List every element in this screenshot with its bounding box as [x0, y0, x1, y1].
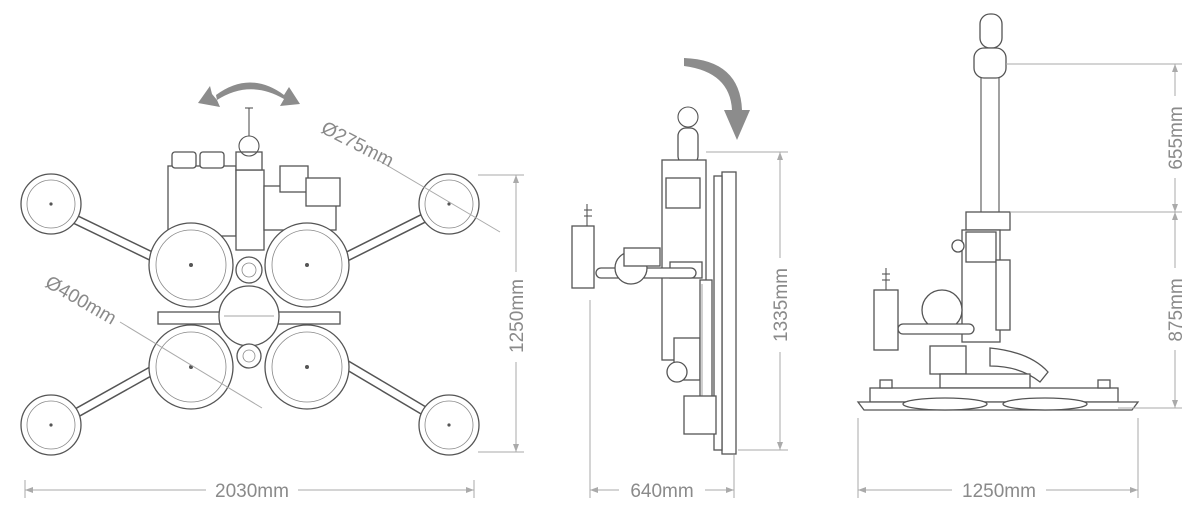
rear-upper-height-label: 655mm — [1166, 106, 1187, 169]
side-pad-plate — [713, 171, 737, 455]
rear-width-label: 1250mm — [962, 481, 1036, 502]
side-height-label: 1335mm — [771, 268, 792, 342]
large-pad — [148, 324, 234, 410]
large-pad — [264, 324, 350, 410]
front-view: 2030mm 1250mm Ø275mm Ø400mm — [20, 82, 528, 502]
front-width-label: 2030mm — [215, 481, 289, 502]
small-pad — [20, 173, 82, 235]
rear-dimensions: 1250mm 655mm 875mm — [857, 63, 1187, 502]
central-hub — [218, 256, 280, 369]
side-handle — [571, 204, 697, 289]
front-height-label: 1250mm — [507, 279, 528, 353]
side-dimensions: 640mm 1335mm — [589, 151, 792, 502]
side-view: 640mm 1335mm — [571, 58, 792, 502]
large-pad-diameter-label: Ø400mm — [42, 272, 120, 329]
small-pad — [418, 173, 480, 235]
tilt-arrow-icon — [684, 58, 750, 140]
small-pad — [418, 394, 480, 456]
rear-body — [873, 211, 1049, 389]
small-pad — [20, 394, 82, 456]
rear-hook — [973, 13, 1007, 214]
rear-view: 1250mm 655mm 875mm — [856, 13, 1187, 502]
side-width-label: 640mm — [630, 481, 693, 502]
large-pad — [148, 222, 234, 308]
rear-pad-plate — [856, 379, 1140, 411]
rear-lower-height-label: 875mm — [1166, 278, 1187, 341]
rotate-arrow-icon — [198, 82, 300, 107]
small-pad-diameter-label: Ø275mm — [318, 118, 397, 172]
large-pad — [264, 222, 350, 308]
